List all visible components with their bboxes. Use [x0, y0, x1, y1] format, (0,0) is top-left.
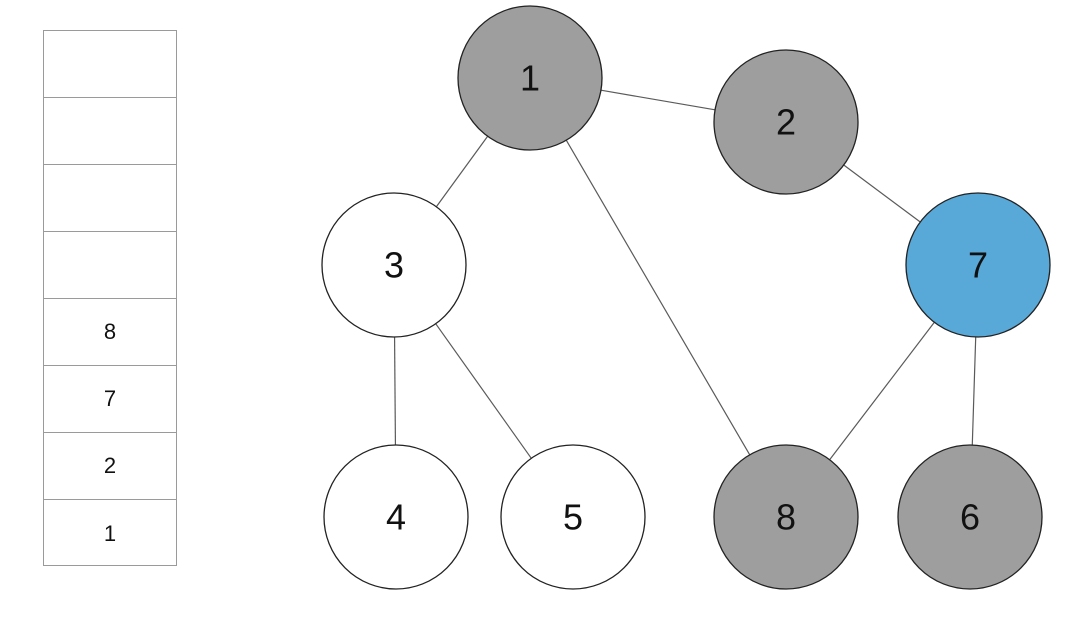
stack-cell	[44, 165, 176, 232]
stack-cell	[44, 98, 176, 165]
stack-cell	[44, 232, 176, 299]
stack-cell	[44, 31, 176, 98]
stack-cell: 7	[44, 366, 176, 433]
node-5: 5	[500, 444, 646, 590]
node-2: 2	[713, 49, 859, 195]
node-6: 6	[897, 444, 1043, 590]
node-1: 1	[457, 5, 603, 151]
edge-1-8	[565, 139, 751, 456]
node-circle	[713, 444, 859, 590]
stack-cell: 2	[44, 433, 176, 500]
edge-1-2	[600, 89, 716, 111]
edge-1-3	[435, 135, 489, 208]
node-circle	[321, 192, 467, 338]
node-label: 2	[776, 102, 796, 143]
stack-cell: 8	[44, 299, 176, 366]
node-circle	[905, 192, 1051, 338]
graph-edges	[393, 89, 977, 461]
node-3: 3	[321, 192, 467, 338]
node-label: 7	[968, 245, 988, 286]
node-8: 8	[713, 444, 859, 590]
node-circle	[457, 5, 603, 151]
node-label: 6	[960, 497, 980, 538]
edge-2-7	[843, 164, 921, 223]
edge-3-4	[393, 336, 397, 446]
node-label: 1	[520, 58, 540, 99]
node-circle	[500, 444, 646, 590]
stack-cell: 1	[103, 520, 117, 546]
node-label: 8	[776, 497, 796, 538]
stack-table: 8 7 2 1	[43, 30, 177, 566]
node-7: 7	[905, 192, 1051, 338]
node-circle	[897, 444, 1043, 590]
node-circle	[713, 49, 859, 195]
edge-7-8	[829, 321, 935, 461]
graph-nodes: 1 2 3 7 4 5 8 6	[321, 5, 1051, 590]
edge-3-5	[435, 323, 532, 459]
node-label: 3	[384, 245, 404, 286]
node-4: 4	[323, 444, 469, 590]
edge-7-6	[971, 336, 977, 446]
node-label: 5	[563, 497, 583, 538]
node-label: 4	[386, 497, 406, 538]
node-circle	[323, 444, 469, 590]
